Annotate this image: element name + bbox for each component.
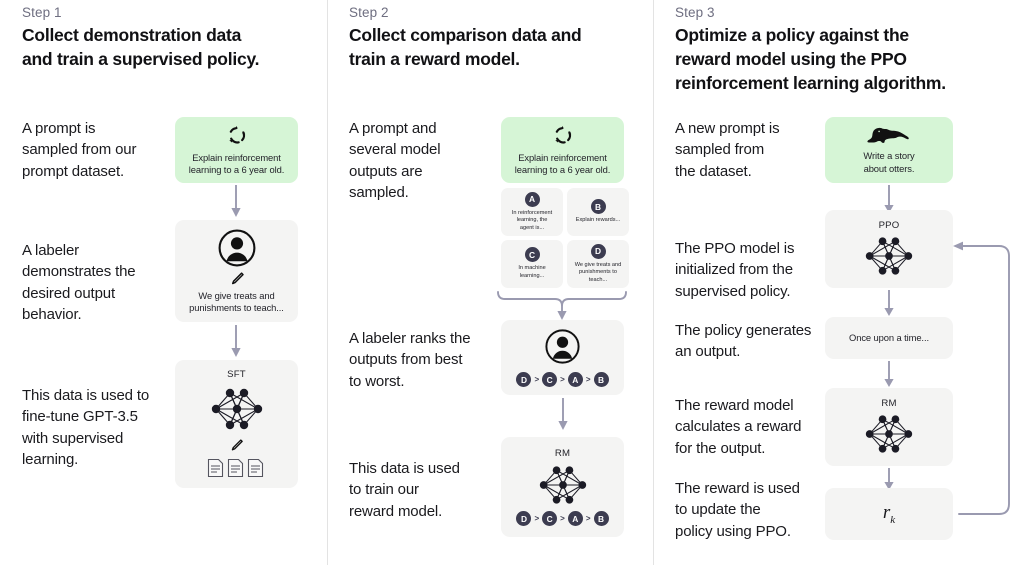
rank-chip-4: B xyxy=(593,372,609,387)
option-badge-d: D xyxy=(590,243,606,259)
step-3-prompt-box[interactable]: Write a story about otters. xyxy=(825,117,953,183)
step-3-reward-box[interactable]: rk xyxy=(825,488,953,540)
option-text-b: Explain rewards... xyxy=(575,217,621,224)
option-badge-c: C xyxy=(524,247,540,263)
reward-symbol-r: r xyxy=(882,502,891,524)
step-3-copy-2: The PPO model is initialized from the su… xyxy=(675,240,795,300)
step-1-labeler-box[interactable]: We give treats and punishments to teach.… xyxy=(175,220,298,322)
step-3-column: Step 3 Optimize a policy against the rew… xyxy=(653,0,1024,567)
option-badge-a: A xyxy=(524,191,540,207)
column-divider-2 xyxy=(653,0,654,565)
option-text-c: In machine learning... xyxy=(518,265,546,279)
step-1-sft-box[interactable]: SFT xyxy=(175,360,298,488)
step-1-copy-1: A prompt is sampled from our prompt data… xyxy=(22,120,137,180)
step-3-arrow-1 xyxy=(882,185,896,214)
option-badge-b: B xyxy=(590,199,606,215)
step-3-rm-box[interactable]: RM xyxy=(825,388,953,466)
step-1-label: Step 1 xyxy=(22,5,62,20)
step-3-arrow-2 xyxy=(882,290,896,317)
rm-rank-chip-2: C xyxy=(542,511,558,526)
circular-arrows-icon xyxy=(226,124,248,146)
step-1-prompt-box[interactable]: Explain reinforcement learning to a 6 ye… xyxy=(175,117,298,183)
step-1-copy-3: This data is used to fine-tune GPT-3.5 w… xyxy=(22,387,150,468)
step-2-copy-1: A prompt and several model outputs are s… xyxy=(349,120,441,201)
step-1-arrow-2 xyxy=(229,325,243,358)
step-2-brace-arrow xyxy=(495,288,635,321)
step-2-copy-2: A labeler ranks the outputs from best to… xyxy=(349,330,471,390)
step-2-copy-3: This data is used to train our reward mo… xyxy=(349,460,460,520)
rank-gt-3: > xyxy=(585,375,591,384)
step-3-copy-4: The reward model calculates a reward for… xyxy=(675,397,802,457)
step-1-sft-title: SFT xyxy=(227,369,246,380)
column-divider-1 xyxy=(327,0,328,565)
circular-arrows-icon xyxy=(552,124,574,146)
step-2-title: Collect comparison data and train a rewa… xyxy=(349,25,582,69)
step-3-copy-1: A new prompt is sampled from the dataset… xyxy=(675,120,780,180)
step-3-feedback-loop-arrow xyxy=(951,236,1019,521)
rm-rank-gt-3: > xyxy=(585,514,591,523)
step-2-label: Step 2 xyxy=(349,5,389,20)
rm-rank-chip-1: D xyxy=(516,511,532,526)
step-3-copy-3: The policy generates an output. xyxy=(675,322,812,361)
step-2-labeler-ranking: D > C > A > B xyxy=(516,372,609,387)
person-icon xyxy=(217,228,257,268)
rank-gt-1: > xyxy=(534,375,540,384)
rank-chip-1: D xyxy=(516,372,532,387)
rm-rank-chip-4: B xyxy=(593,511,609,526)
reward-symbol-k: k xyxy=(890,513,896,526)
step-2-labeler-box[interactable]: D > C > A > B xyxy=(501,320,624,395)
rm-rank-chip-3: A xyxy=(567,511,583,526)
option-card-c[interactable]: C In machine learning... xyxy=(501,240,563,288)
step-2-rm-ranking: D > C > A > B xyxy=(516,511,609,526)
step-3-arrow-4 xyxy=(882,468,896,491)
rank-chip-3: A xyxy=(567,372,583,387)
pencil-icon xyxy=(229,438,244,453)
step-2-arrow-2 xyxy=(556,398,570,431)
step-3-rm-title: RM xyxy=(881,397,897,409)
documents-icon xyxy=(206,457,268,479)
step-3-arrow-3 xyxy=(882,361,896,388)
step-3-ppo-box[interactable]: PPO xyxy=(825,210,953,288)
option-text-d: We give treats and punishments to teach.… xyxy=(574,261,622,283)
step-3-copy-5: The reward is used to update the policy … xyxy=(675,480,800,540)
step-2-rm-title: RM xyxy=(554,448,571,459)
step-1-prompt-caption: Explain reinforcement learning to a 6 ye… xyxy=(188,151,285,176)
option-card-b[interactable]: B Explain rewards... xyxy=(567,188,629,236)
step-1-title: Collect demonstration data and train a s… xyxy=(22,25,260,69)
step-3-label: Step 3 xyxy=(675,5,715,20)
step-2-column: Step 2 Collect comparison data and train… xyxy=(327,0,653,567)
option-text-a: In reinforcement learning, the agent is.… xyxy=(511,209,553,231)
step-3-output-box[interactable]: Once upon a time... xyxy=(825,317,953,359)
step-3-output-caption: Once upon a time... xyxy=(849,331,929,343)
step-1-column: Step 1 Collect demonstration data and tr… xyxy=(0,0,327,567)
step-1-labeler-caption: We give treats and punishments to teach.… xyxy=(189,289,284,314)
neural-network-icon xyxy=(860,233,918,279)
rank-chip-2: C xyxy=(542,372,558,387)
reward-symbol: rk xyxy=(883,502,895,526)
option-card-d[interactable]: D We give treats and punishments to teac… xyxy=(567,240,629,288)
neural-network-icon xyxy=(206,384,268,434)
neural-network-icon xyxy=(534,462,592,508)
step-2-prompt-box[interactable]: Explain reinforcement learning to a 6 ye… xyxy=(501,117,624,183)
neural-network-icon xyxy=(860,411,918,457)
otter-icon xyxy=(865,125,913,145)
rm-rank-gt-2: > xyxy=(560,514,565,523)
step-2-prompt-caption: Explain reinforcement learning to a 6 ye… xyxy=(514,151,611,176)
step-3-title: Optimize a policy against the reward mod… xyxy=(675,25,946,93)
option-card-a[interactable]: A In reinforcement learning, the agent i… xyxy=(501,188,563,236)
pencil-icon xyxy=(229,271,245,287)
rm-rank-gt-1: > xyxy=(534,514,540,523)
person-icon xyxy=(544,328,581,365)
step-3-ppo-title: PPO xyxy=(878,219,900,231)
step-2-rm-box[interactable]: RM xyxy=(501,437,624,537)
step-3-prompt-caption: Write a story about otters. xyxy=(863,150,915,174)
step-1-copy-2: A labeler demonstrates the desired outpu… xyxy=(22,242,136,323)
step-1-arrow-1 xyxy=(229,185,243,218)
rank-gt-2: > xyxy=(560,375,565,384)
